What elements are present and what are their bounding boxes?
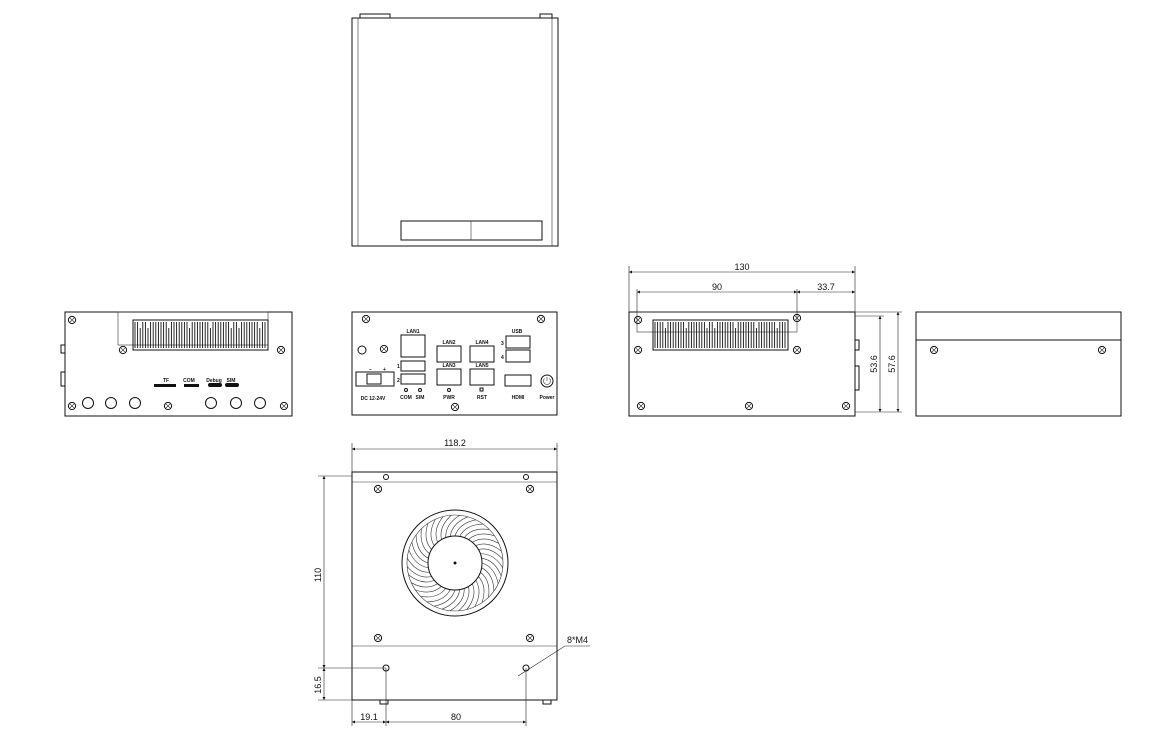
tf-label: TF [163,378,169,384]
fan-blade [481,562,499,584]
fan-blade [450,516,469,537]
fan-blade [434,589,456,607]
lan1-label: LAN1 [406,329,419,335]
fan-blade [480,553,504,568]
fan-blade [406,566,432,578]
hdmi-label: HDMI [512,395,525,401]
fan-blade [440,514,452,540]
fan-blade [435,516,444,543]
fan-blade [425,523,432,550]
plus-label: + [383,367,386,373]
lan3-port [436,368,462,386]
lan1-port [400,334,426,358]
dim-vent-to-edge: 33.7 [817,282,835,292]
lan2-label: LAN2 [442,340,455,346]
dim-hole-offset-y: 16.5 [313,676,323,694]
fan-blade [415,534,429,559]
usb4-label: 4 [501,355,504,361]
antenna-port [254,397,266,409]
vent-grille [654,322,786,348]
front-view [915,311,1122,417]
dim-body-height: 53.6 [869,355,879,373]
usb1-label: 1 [397,364,400,370]
rear-io-panel: − + DC 12-24V LAN1 1 2 COM SIM LAN2 LAN3… [351,311,558,416]
ground-terminal [357,345,367,355]
dim-vent-offset: 90 [712,282,722,292]
power-button [540,374,554,388]
fan-blade [411,542,429,564]
antenna-port [205,397,217,409]
usb1-port [400,360,426,372]
mount-callout: 8*M4 [567,635,588,645]
com-label: COM [183,378,195,384]
antenna-port [230,397,242,409]
fan-blade [415,586,442,593]
fan-blade [472,538,499,544]
dim-bottom-width: 118.2 [444,438,466,448]
usb3-port [505,335,531,349]
debug-label: Debug [206,378,222,384]
dim-hole-offset-x: 19.1 [360,712,378,722]
lan4-label: LAN4 [475,340,488,346]
usb4-port [505,349,531,363]
minus-label: − [369,367,372,373]
fan-blade [468,533,495,540]
lan4-port [469,345,495,363]
fan-blade [481,567,495,592]
fan-blade [411,582,438,588]
fan-blade [408,574,435,583]
dim-overall-length: 130 [734,262,749,272]
rst-label: RST [477,395,487,401]
dc-label: DC 12-24V [361,396,386,402]
fan-blade [441,589,460,610]
fan-blade [420,528,430,555]
com-label: COM [400,395,412,401]
dim-hole-spacing: 80 [451,712,461,722]
power-label: Power [539,395,554,401]
fan-blade [445,514,460,538]
usb2-label: 2 [397,378,400,384]
fan-blade [430,519,436,546]
lan5-label: LAN5 [475,363,488,369]
fan-blade [475,543,502,552]
dim-bottom-depth: 110 [313,568,323,582]
fan-blade [420,588,447,598]
lan2-port [436,345,462,363]
fan [401,509,509,617]
fan-blade [480,571,490,598]
usb3-label: 3 [501,341,504,347]
lan3-label: LAN3 [442,363,455,369]
antenna-port [105,397,117,409]
fan-blade [408,549,429,568]
dc-jack [355,371,395,387]
usb-label: USB [512,329,523,335]
fan-blade [481,558,502,577]
fan-blade [466,583,475,610]
fan-blade [474,580,480,607]
pwr-label: PWR [443,395,455,401]
left-side-view: TF COM Debug SIM [60,311,293,417]
sim-label: SIM [416,395,425,401]
right-side-view: 130 90 33.7 53.6 57.6 [628,262,902,417]
hdmi-port [504,374,532,387]
vent-grille [134,322,266,348]
fan-blade [478,548,504,560]
sim-label: SIM [227,378,236,384]
fan-blade [459,523,484,537]
lan5-port [469,368,495,386]
bottom-view: 118.2 110 16.5 19.1 80 8*M4 [313,438,590,726]
antenna-port [129,397,141,409]
fan-blade [478,576,485,603]
fan-blade [406,558,430,573]
dim-overall-height: 57.6 [887,355,897,373]
top-view [351,13,559,247]
fan-blade [454,519,476,537]
usb2-port [400,373,426,385]
antenna-port [82,397,94,409]
fan-blade [463,528,490,538]
fan-blade [426,589,451,603]
fan-blade [458,586,470,612]
fan-blade [450,588,465,612]
